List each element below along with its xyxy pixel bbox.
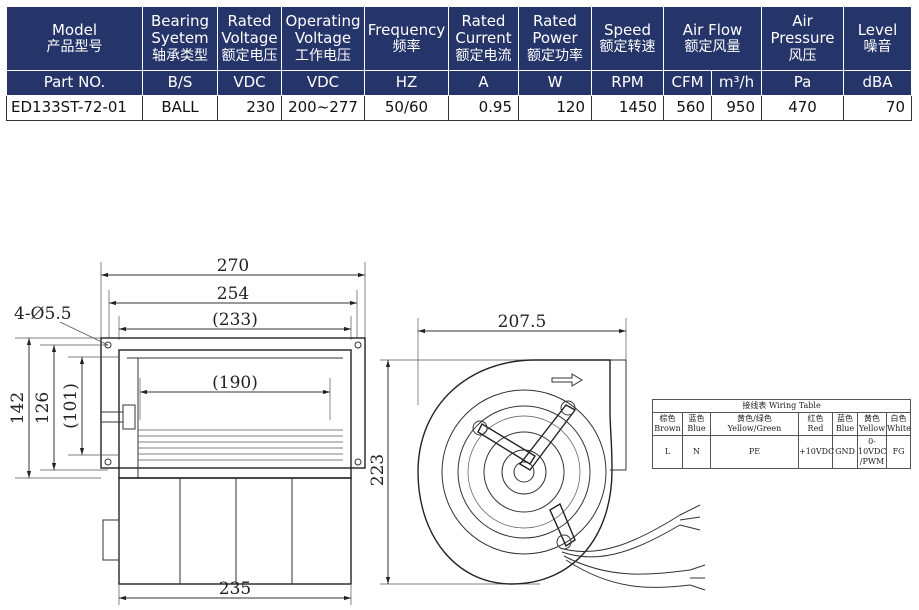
value-frequency: 50/60 [364,95,449,121]
unit-bs: B/S [142,70,218,96]
unit-hz: HZ [364,70,449,96]
wire-function: L [652,435,683,469]
unit-w: W [518,70,592,96]
dim-270: 270 [217,256,249,276]
wire-function: FG [885,435,912,469]
front-view [15,262,366,605]
value-part-no: ED133ST-72-01 [6,95,143,121]
wire-function: GND [832,435,858,469]
value-rated-power: 120 [518,95,592,121]
dim-142: 142 [8,392,28,424]
dim-207-5: 207.5 [498,312,547,332]
unit-part-no: Part NO. [6,70,143,96]
side-view [380,318,706,591]
dim-126: 126 [33,392,53,424]
unit-m3h: m³/h [710,70,763,96]
wire-function: N [682,435,711,469]
unit-rpm: RPM [591,70,664,96]
value-rated-current: 0.95 [448,95,519,121]
wiring-title: 接线表 Wiring Table [651,399,912,413]
value-rated-voltage: 230 [217,95,282,121]
dim-holes: 4-Ø5.5 [14,304,72,324]
dim-235: 235 [219,579,251,599]
unit-cfm: CFM [663,70,712,96]
unit-dba: dBA [843,70,913,96]
dim-190: (190) [212,373,258,393]
value-m3h: 950 [710,95,763,121]
value-bearing: BALL [142,95,218,121]
value-cfm: 560 [663,95,712,121]
unit-a: A [448,70,519,96]
value-air-pressure: 470 [761,95,845,121]
value-speed: 1450 [591,95,664,121]
value-operating-voltage: 200~277 [281,95,365,121]
value-level: 70 [843,95,913,121]
dim-254: 254 [217,284,249,304]
dim-101: (101) [61,383,81,429]
wire-function: +10VDC [798,435,834,469]
dim-223: 223 [368,454,388,486]
dim-233: (233) [212,310,258,330]
wire-function: PE [710,435,799,469]
unit-pa: Pa [761,70,845,96]
unit-vdc: VDC [281,70,365,96]
wire-function: 0-10VDC /PWM [857,435,887,469]
unit-vdc: VDC [217,70,282,96]
